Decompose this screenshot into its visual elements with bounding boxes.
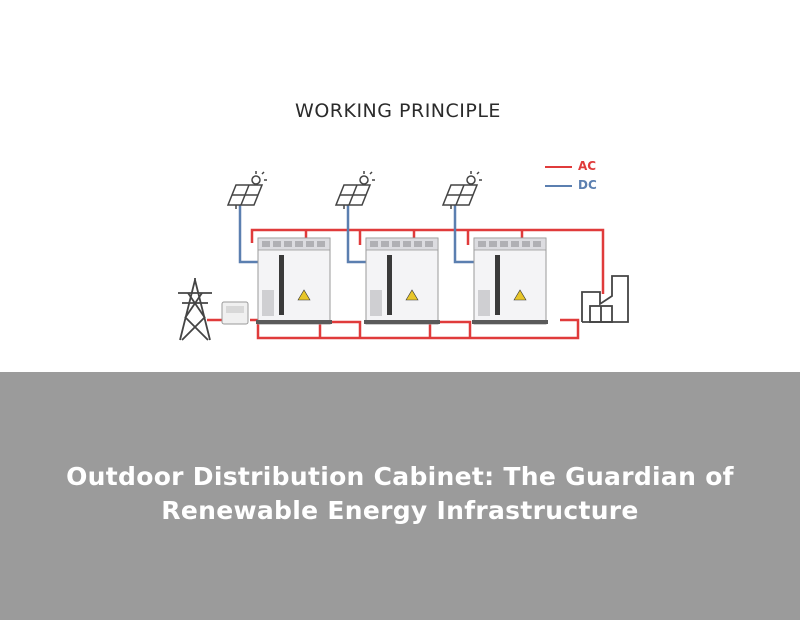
- solar-panel-icon: [441, 171, 482, 209]
- legend-ac-label: AC: [578, 159, 597, 173]
- storage-cabinet-icon: [256, 237, 332, 325]
- transmission-tower-icon: [178, 278, 212, 341]
- diagram-canvas: [178, 166, 629, 341]
- legend-dc-label: DC: [578, 178, 597, 192]
- solar-panel-icon: [226, 171, 267, 209]
- factory-icon: [581, 275, 629, 323]
- storage-cabinet-icon: [472, 237, 548, 325]
- meter-icon: [221, 301, 249, 325]
- title-banner: Outdoor Distribution Cabinet: The Guardi…: [0, 372, 800, 620]
- dc-wiring: [238, 205, 478, 264]
- solar-panel-icon: [334, 171, 375, 209]
- diagram-area: WORKING PRINCIPLE: [178, 100, 629, 341]
- storage-cabinet-icon: [364, 237, 440, 325]
- banner-title: Outdoor Distribution Cabinet: The Guardi…: [66, 462, 734, 525]
- diagram-title: WORKING PRINCIPLE: [295, 100, 501, 122]
